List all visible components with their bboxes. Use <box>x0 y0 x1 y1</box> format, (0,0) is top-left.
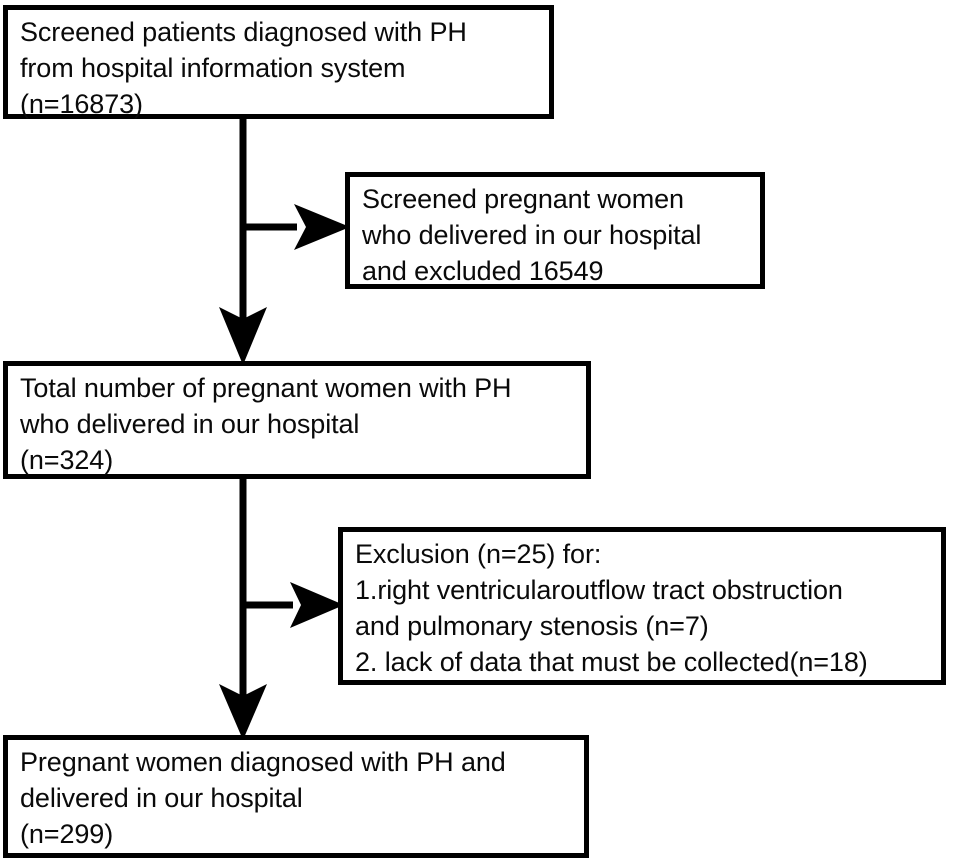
node-exclusion: Exclusion (n=25) for: 1.right ventricula… <box>338 527 946 685</box>
node-exclusion-text: Exclusion (n=25) for: 1.right ventricula… <box>355 539 868 677</box>
arrowhead-down-to-final-cohort <box>219 684 267 740</box>
node-screened-pregnant: Screened pregnant women who delivered in… <box>345 172 765 289</box>
node-total-pregnant: Total number of pregnant women with PH w… <box>3 361 591 479</box>
node-final-cohort-text: Pregnant women diagnosed with PH and del… <box>20 747 506 849</box>
arrowhead-down-to-total-pregnant <box>219 307 267 365</box>
arrowhead-right-to-exclusion <box>290 582 344 628</box>
node-screened-patients: Screened patients diagnosed with PH from… <box>3 5 554 119</box>
node-final-cohort: Pregnant women diagnosed with PH and del… <box>3 735 589 858</box>
arrowhead-right-to-screened-pregnant <box>294 204 350 250</box>
node-total-pregnant-text: Total number of pregnant women with PH w… <box>20 373 512 475</box>
node-screened-pregnant-text: Screened pregnant women who delivered in… <box>362 184 702 286</box>
node-screened-patients-text: Screened patients diagnosed with PH from… <box>20 17 467 119</box>
